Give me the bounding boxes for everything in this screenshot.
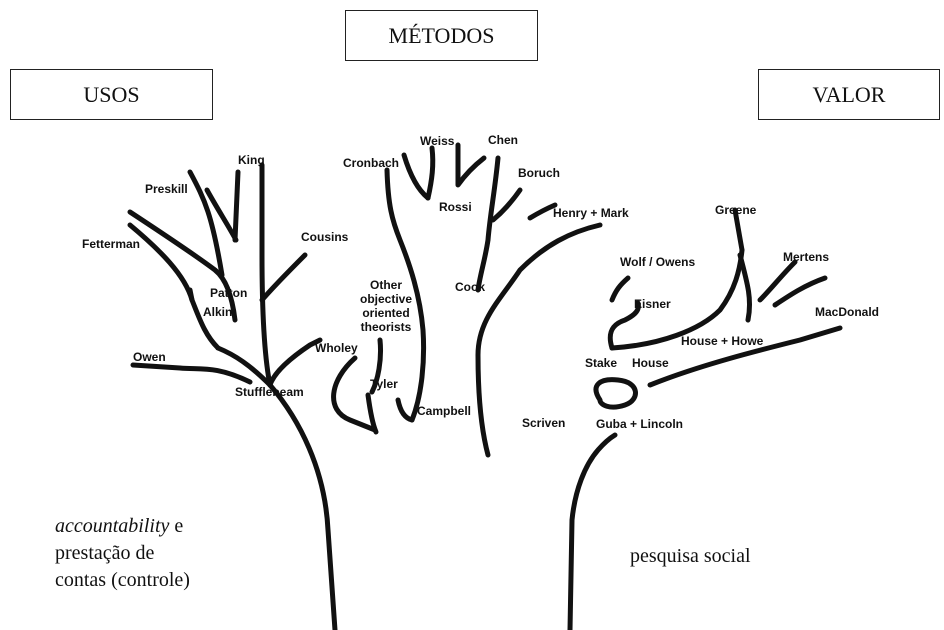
- label-stake: Stake: [585, 356, 617, 370]
- label-wolf-owens: Wolf / Owens: [620, 255, 695, 269]
- other-objective-line-1: Other: [360, 278, 412, 292]
- label-king: King: [238, 153, 265, 167]
- label-fetterman: Fetterman: [82, 237, 140, 251]
- label-alkin: Alkin: [203, 305, 232, 319]
- label-greene: Greene: [715, 203, 756, 217]
- label-cronbach: Cronbach: [343, 156, 399, 170]
- label-eisner: Eisner: [634, 297, 671, 311]
- label-boruch: Boruch: [518, 166, 560, 180]
- label-tyler: Tyler: [370, 377, 398, 391]
- campbell-root: [398, 400, 412, 420]
- label-other-objective: Other objective oriented theorists: [360, 278, 412, 334]
- henry-mark-branch: [530, 205, 555, 218]
- caption-left-line-1: accountability e: [55, 513, 190, 540]
- chen-branch: [458, 145, 484, 185]
- other-objective-line-2: objective: [360, 292, 412, 306]
- mertens-sub: [775, 278, 825, 305]
- guba-lincoln-loop: [596, 380, 635, 407]
- caption-accountability: accountability: [55, 515, 169, 537]
- caption-e: e: [169, 515, 183, 537]
- caption-left-line-2: prestação de: [55, 540, 190, 567]
- label-house-howe: House + Howe: [681, 334, 763, 348]
- caption-left-line-3: contas (controle): [55, 567, 190, 594]
- label-chen: Chen: [488, 133, 518, 147]
- patton-branch: [190, 290, 192, 300]
- other-objective-line-4: theorists: [360, 320, 412, 334]
- label-guba-lincoln: Guba + Lincoln: [596, 417, 683, 431]
- label-mertens: Mertens: [783, 250, 829, 264]
- metodos-box: MÉTODOS: [345, 10, 538, 61]
- alkin-branch: [262, 165, 270, 385]
- label-owen: Owen: [133, 350, 166, 364]
- valor-box: VALOR: [758, 69, 940, 120]
- boruch-sub: [493, 190, 520, 220]
- valor-label: VALOR: [813, 82, 886, 108]
- right-trunk: [570, 435, 615, 630]
- label-patton: Patton: [210, 286, 247, 300]
- weiss-branch: [428, 148, 433, 198]
- wolf-owens-branch: [612, 278, 628, 300]
- label-wholey: Wholey: [315, 341, 358, 355]
- usos-box: USOS: [10, 69, 213, 120]
- label-scriven: Scriven: [522, 416, 565, 430]
- label-macdonald: MacDonald: [815, 305, 879, 319]
- greene-sub: [740, 255, 750, 320]
- king-branch: [235, 172, 238, 240]
- label-weiss: Weiss: [420, 134, 454, 148]
- other-objective-line-3: oriented: [360, 306, 412, 320]
- boruch-branch: [478, 158, 498, 290]
- wholey-branch: [270, 340, 320, 385]
- label-henry-mark: Henry + Mark: [553, 206, 629, 220]
- label-house: House: [632, 356, 669, 370]
- left-trunk: [270, 385, 335, 630]
- label-preskill: Preskill: [145, 182, 188, 196]
- caption-right: pesquisa social: [630, 543, 751, 570]
- owen-branch: [133, 365, 250, 382]
- cousins-branch: [262, 255, 305, 300]
- cronbach-branch: [404, 155, 428, 198]
- label-cook: Cook: [455, 280, 485, 294]
- label-cousins: Cousins: [301, 230, 348, 244]
- label-campbell: Campbell: [417, 404, 471, 418]
- metodos-label: MÉTODOS: [389, 23, 495, 49]
- usos-label: USOS: [83, 82, 139, 108]
- caption-left: accountability e prestação de contas (co…: [55, 513, 190, 594]
- label-rossi: Rossi: [439, 200, 472, 214]
- label-stufflebeam: Stufflebeam: [235, 385, 304, 399]
- preskill-twig: [190, 172, 222, 275]
